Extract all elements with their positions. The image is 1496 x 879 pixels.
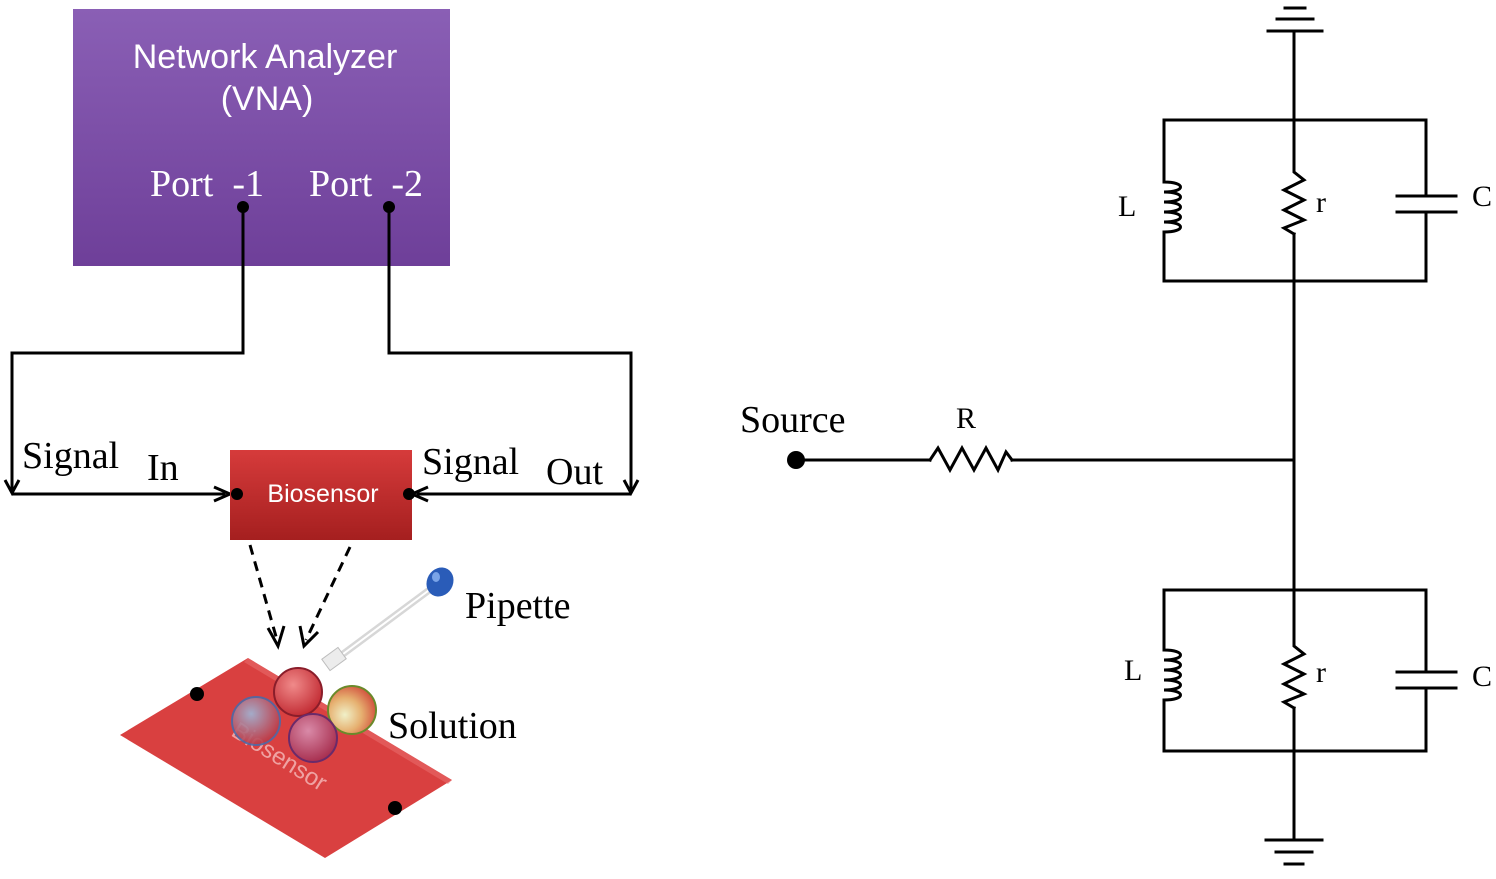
bottom-resistor-icon — [1280, 638, 1308, 711]
biosensor-label: Biosensor — [267, 480, 378, 508]
solution-droplet-4 — [288, 713, 338, 763]
dashed-arrows — [248, 544, 352, 650]
bottom-tank-lower-rail — [1162, 686, 1428, 753]
source-label: Source — [740, 399, 846, 441]
signal-in-label-2: In — [147, 447, 179, 489]
resistor-R-icon — [927, 444, 1015, 474]
chip-plate — [120, 658, 452, 858]
vna-rectangle — [73, 9, 450, 266]
top-tank-upper-rail — [1162, 118, 1428, 198]
bottom-L-label: L — [1124, 654, 1142, 687]
pipette-tube-highlight — [334, 587, 433, 661]
dashed-arrow-right-head — [298, 625, 320, 650]
top-r-label: r — [1316, 186, 1326, 219]
biosensor-chip: Biosensor — [120, 658, 452, 858]
dashed-arrow-right — [304, 546, 352, 641]
top-tank-lower-rail — [1162, 210, 1428, 283]
solution-droplet-2 — [327, 685, 377, 735]
biosensor-box: Biosensor — [230, 450, 415, 540]
bottom-tank-upper-rail — [1162, 588, 1428, 674]
pipette-label: Pipette — [465, 585, 571, 627]
vna-title-line1: Network Analyzer — [133, 38, 398, 76]
biosensor-in-terminal — [231, 488, 243, 500]
port2-label: Port -2 — [309, 163, 423, 205]
signal-out-label-1: Signal — [422, 441, 519, 483]
solution-label: Solution — [388, 705, 517, 747]
R-label: R — [956, 402, 976, 435]
top-inductor-icon — [1162, 166, 1182, 246]
cable-port2 — [387, 205, 633, 492]
pipette-tip — [321, 646, 347, 672]
top-C-label: C — [1472, 180, 1492, 213]
solution-droplet-3 — [231, 696, 281, 746]
signal-in-label-1: Signal — [22, 435, 119, 477]
bottom-inductor-icon — [1162, 638, 1182, 714]
dashed-arrow-left — [248, 544, 279, 641]
vna-title-line2: (VNA) — [221, 80, 314, 118]
chip-terminal-1 — [190, 687, 204, 701]
port1-label: Port -1 — [150, 163, 264, 205]
source-branch — [787, 444, 1296, 474]
ground-top-icon — [1266, 6, 1324, 33]
biosensor-rectangle — [230, 450, 412, 540]
top-resistor-icon — [1280, 166, 1308, 237]
bottom-r-label: r — [1316, 656, 1326, 689]
chip-terminal-2 — [388, 801, 402, 815]
signal-out-label-2: Out — [546, 451, 603, 493]
solution-droplet-1 — [273, 667, 323, 717]
vna-box: Network Analyzer (VNA) Port -1 Port -2 — [73, 9, 450, 266]
top-L-label: L — [1118, 190, 1136, 223]
equivalent-circuit: L r C Source R L r C — [740, 6, 1492, 866]
bottom-C-label: C — [1472, 660, 1492, 693]
pipette-icon — [321, 567, 454, 672]
cable-port1-arrowhead — [3, 479, 21, 497]
cable-port1 — [10, 205, 245, 492]
pipette-bulb-highlight — [432, 572, 440, 582]
top-tank — [1162, 118, 1458, 283]
dashed-arrow-left-head — [266, 625, 286, 650]
bottom-tank — [1162, 588, 1458, 753]
biosensor-out-terminal — [403, 488, 415, 500]
ground-bottom-icon — [1264, 838, 1324, 866]
cable-port2-arrowhead — [622, 479, 640, 497]
